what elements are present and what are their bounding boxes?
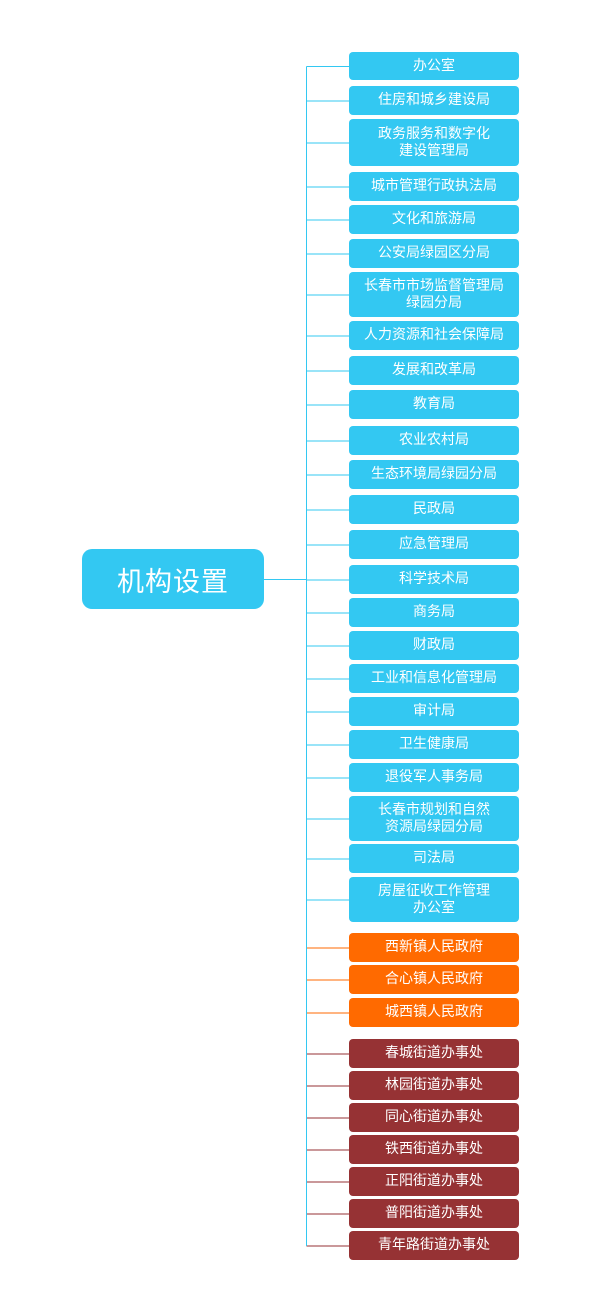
node-departments-2: 政务服务和数字化 建设管理局	[349, 119, 519, 166]
node-departments-9: 教育局	[349, 390, 519, 419]
node-departments-0: 办公室	[349, 52, 519, 80]
node-departments-6: 长春市市场监督管理局 绿园分局	[349, 272, 519, 317]
node-departments-11: 生态环境局绿园分局	[349, 460, 519, 489]
node-departments-22: 司法局	[349, 844, 519, 873]
node-departments-4: 文化和旅游局	[349, 205, 519, 234]
node-subdistricts-6: 青年路街道办事处	[349, 1231, 519, 1260]
node-towns-1: 合心镇人民政府	[349, 965, 519, 994]
node-departments-7: 人力资源和社会保障局	[349, 321, 519, 350]
node-departments-17: 工业和信息化管理局	[349, 664, 519, 693]
node-departments-20: 退役军人事务局	[349, 763, 519, 792]
node-departments-23: 房屋征收工作管理 办公室	[349, 877, 519, 922]
node-departments-1: 住房和城乡建设局	[349, 86, 519, 115]
root-node-organization: 机构设置	[82, 549, 264, 609]
node-departments-8: 发展和改革局	[349, 356, 519, 385]
node-departments-5: 公安局绿园区分局	[349, 239, 519, 268]
node-subdistricts-0: 春城街道办事处	[349, 1039, 519, 1068]
node-departments-16: 财政局	[349, 631, 519, 660]
node-departments-21: 长春市规划和自然 资源局绿园分局	[349, 796, 519, 841]
node-departments-19: 卫生健康局	[349, 730, 519, 759]
node-departments-14: 科学技术局	[349, 565, 519, 594]
node-subdistricts-2: 同心街道办事处	[349, 1103, 519, 1132]
node-departments-18: 审计局	[349, 697, 519, 726]
node-departments-15: 商务局	[349, 598, 519, 627]
node-departments-13: 应急管理局	[349, 530, 519, 559]
node-subdistricts-3: 铁西街道办事处	[349, 1135, 519, 1164]
node-departments-3: 城市管理行政执法局	[349, 172, 519, 201]
node-departments-12: 民政局	[349, 495, 519, 524]
node-departments-10: 农业农村局	[349, 426, 519, 455]
node-subdistricts-1: 林园街道办事处	[349, 1071, 519, 1100]
node-subdistricts-4: 正阳街道办事处	[349, 1167, 519, 1196]
node-subdistricts-5: 普阳街道办事处	[349, 1199, 519, 1228]
node-towns-0: 西新镇人民政府	[349, 933, 519, 962]
node-towns-2: 城西镇人民政府	[349, 998, 519, 1027]
